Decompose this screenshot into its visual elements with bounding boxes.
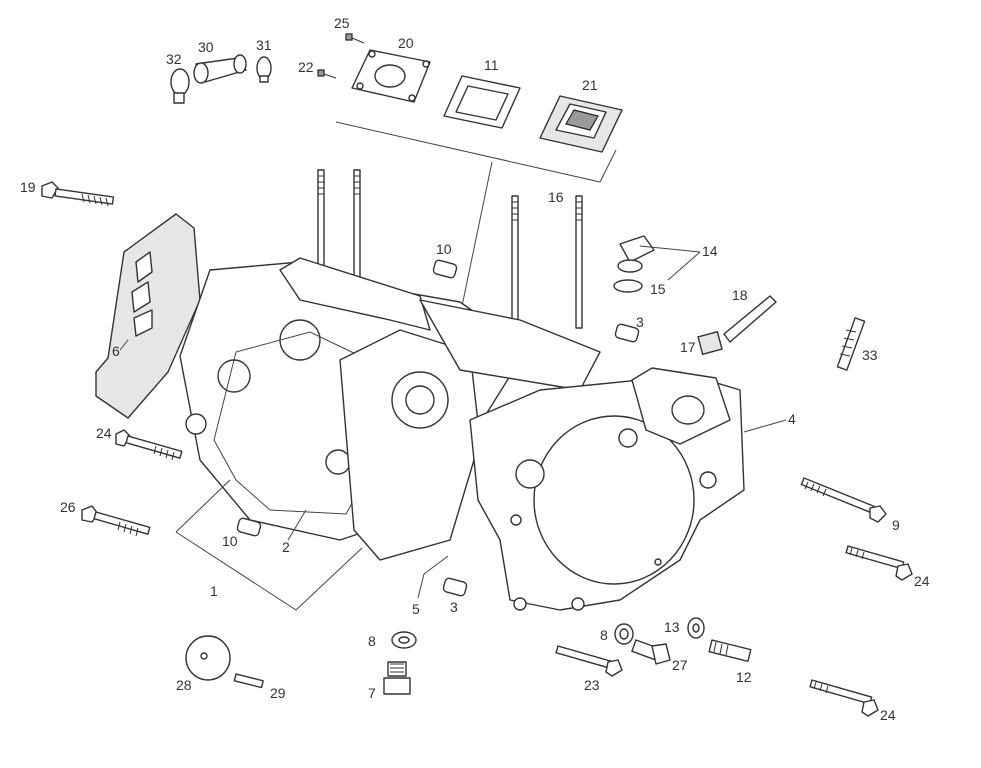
callout-23: 23	[584, 677, 600, 693]
callout-32: 32	[166, 51, 182, 67]
washer-8-right	[614, 623, 634, 645]
callout-5: 5	[412, 601, 420, 617]
reed-valve-group	[170, 33, 623, 307]
callout-24-right-mid: 24	[914, 573, 930, 589]
callout-30: 30	[198, 39, 214, 55]
callout-11: 11	[484, 57, 499, 73]
reed-gasket	[443, 75, 521, 129]
leader-lines	[119, 245, 787, 611]
bolt-24-left	[115, 429, 183, 461]
callout-26: 26	[60, 499, 76, 515]
callout-16: 16	[548, 189, 564, 205]
callout-22: 22	[298, 59, 314, 75]
callout-13: 13	[664, 619, 680, 635]
bolt-19	[41, 181, 115, 207]
screw-22	[317, 69, 337, 79]
callout-24-left: 24	[96, 425, 112, 441]
callout-21: 21	[582, 77, 598, 93]
callout-8-left: 8	[368, 633, 376, 649]
screw-29	[233, 673, 264, 689]
callout-20: 20	[398, 35, 414, 51]
bolt-12	[708, 639, 752, 663]
callout-4: 4	[788, 411, 796, 427]
callout-18: 18	[732, 287, 748, 303]
callout-25: 25	[334, 15, 350, 31]
callout-6: 6	[112, 343, 120, 359]
dowel-pin-3-upper	[614, 323, 640, 343]
callout-9: 9	[892, 517, 900, 533]
callout-3-upper: 3	[636, 314, 644, 330]
bolt-24-right-mid	[845, 545, 913, 581]
callout-10-lower: 10	[222, 533, 238, 549]
dowel-pin-10-upper	[432, 259, 458, 279]
bolt-9	[800, 477, 887, 523]
stud-bolts-left	[317, 169, 361, 281]
callout-12: 12	[736, 669, 752, 685]
reed-block	[539, 95, 623, 153]
callout-15: 15	[650, 281, 666, 297]
washer-13	[687, 617, 705, 639]
callout-27: 27	[672, 657, 688, 673]
stud-bolts-16	[511, 195, 583, 329]
callout-19: 19	[20, 179, 36, 195]
bolt-24-right-bottom	[809, 679, 879, 717]
callout-2: 2	[282, 539, 290, 555]
oil-filler-cap	[613, 235, 655, 293]
drain-plug-7	[383, 661, 411, 695]
hose-clamp-left	[170, 68, 190, 104]
bolt-26	[81, 505, 151, 537]
intake-flange	[351, 49, 431, 103]
bolt-27	[631, 639, 671, 665]
dowel-pin-10-lower	[236, 517, 262, 537]
bolt-23	[555, 645, 623, 677]
hose-clamp-right	[256, 56, 272, 83]
intake-rubber	[193, 54, 247, 84]
callout-7: 7	[368, 685, 376, 701]
screw-25	[345, 33, 365, 44]
breather-hose	[697, 295, 777, 355]
callout-labels: 1 2 3 3 4 5 6 7 8 8 9 10 10 11 12 13 14 …	[20, 15, 930, 723]
washer-8-left	[391, 631, 417, 649]
callout-31: 31	[256, 37, 272, 53]
callout-24-right-bottom: 24	[880, 707, 896, 723]
callout-8-right: 8	[600, 627, 608, 643]
callout-33: 33	[862, 347, 878, 363]
callout-28: 28	[176, 677, 192, 693]
callout-1: 1	[210, 583, 218, 599]
callout-17: 17	[680, 339, 696, 355]
callout-10-upper: 10	[436, 241, 452, 257]
dowel-pin-3-lower	[442, 577, 468, 597]
callout-14: 14	[702, 243, 718, 259]
plug-cover-28	[185, 635, 231, 681]
callout-29: 29	[270, 685, 286, 701]
callout-3-lower: 3	[450, 599, 458, 615]
crankcase-assembly	[95, 213, 745, 611]
spring-33	[836, 317, 866, 371]
